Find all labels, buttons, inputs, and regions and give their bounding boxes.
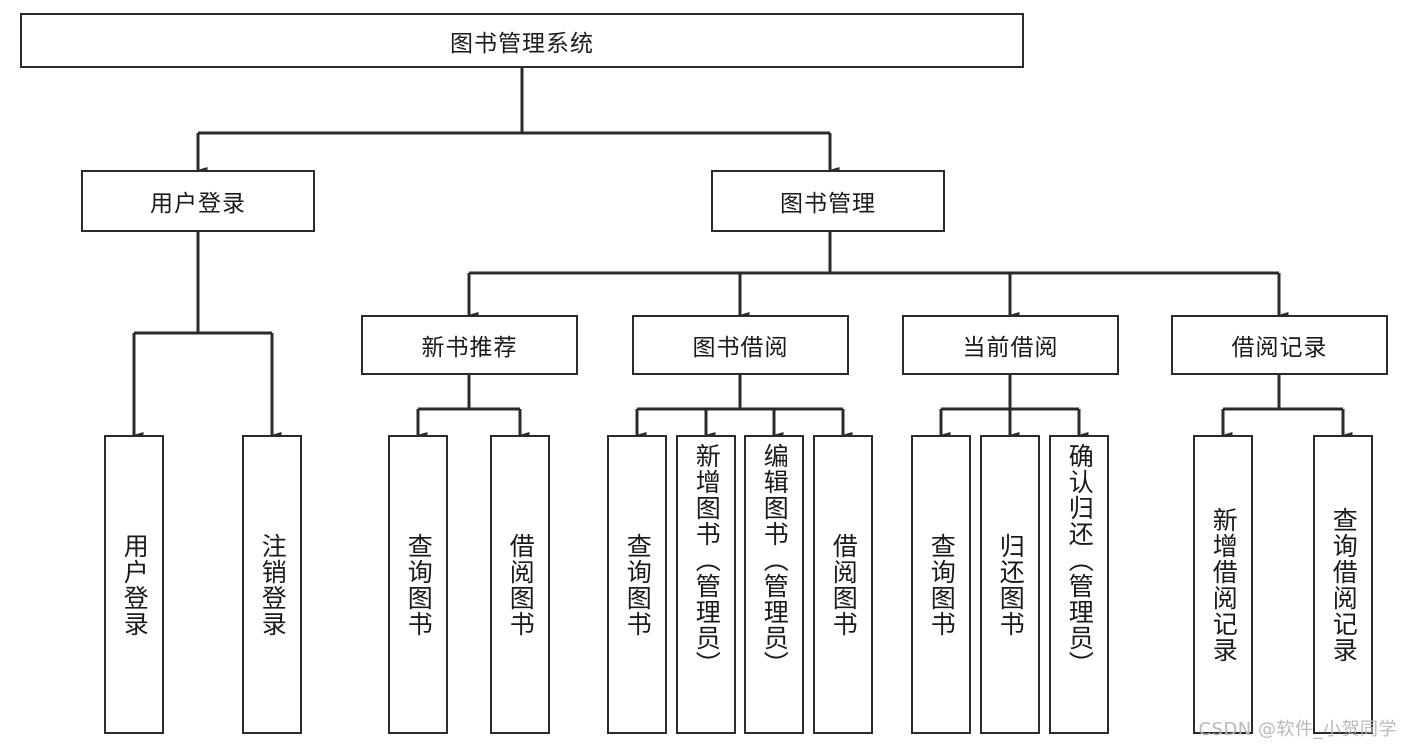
- node-label: 借阅图书: [506, 532, 536, 637]
- node-label: 借阅图书: [829, 532, 859, 637]
- leaf-add-record[interactable]: 新增借阅记录: [1193, 435, 1253, 734]
- node-book-manage[interactable]: 图书管理: [711, 170, 945, 232]
- node-label: 查询借阅记录: [1329, 506, 1359, 663]
- leaf-return-book[interactable]: 归还图书: [980, 435, 1040, 734]
- node-book-borrow[interactable]: 图书借阅: [632, 315, 849, 375]
- node-label: 查询图书: [927, 532, 957, 637]
- node-user-login[interactable]: 用户登录: [81, 170, 315, 232]
- node-label: 借阅记录: [1231, 335, 1328, 361]
- node-root-system[interactable]: 图书管理系统: [20, 13, 1024, 68]
- leaf-query-book-1[interactable]: 查询图书: [388, 435, 448, 734]
- node-new-book-recommend[interactable]: 新书推荐: [361, 315, 578, 375]
- node-label: 图书借阅: [692, 335, 789, 361]
- node-label: 归还图书: [996, 532, 1026, 637]
- leaf-logout-login[interactable]: 注销登录: [242, 435, 302, 734]
- node-current-borrow[interactable]: 当前借阅: [902, 315, 1119, 375]
- node-label: 确认归还（管理员）: [1065, 443, 1095, 677]
- leaf-add-book[interactable]: 新增图书（管理员）: [676, 435, 736, 734]
- leaf-confirm-return[interactable]: 确认归还（管理员）: [1049, 435, 1109, 734]
- leaf-borrow-book-2[interactable]: 借阅图书: [813, 435, 873, 734]
- node-label: 新增借阅记录: [1209, 506, 1239, 663]
- leaf-user-login[interactable]: 用户登录: [104, 435, 164, 734]
- leaf-edit-book[interactable]: 编辑图书（管理员）: [744, 435, 804, 734]
- leaf-query-record[interactable]: 查询借阅记录: [1313, 435, 1373, 734]
- node-label: 当前借阅: [962, 335, 1059, 361]
- node-label: 查询图书: [404, 532, 434, 637]
- leaf-borrow-book-1[interactable]: 借阅图书: [490, 435, 550, 734]
- node-label: 用户登录: [120, 532, 150, 637]
- csdn-watermark: CSDN @软件_小贺同学: [1198, 719, 1397, 740]
- leaf-query-book-3[interactable]: 查询图书: [911, 435, 971, 734]
- node-label: 图书管理系统: [450, 30, 594, 57]
- node-label: 图书管理: [780, 191, 876, 217]
- node-label: 用户登录: [150, 191, 246, 217]
- node-label: 查询图书: [623, 532, 653, 637]
- node-label: 新增图书（管理员）: [692, 443, 722, 677]
- node-borrow-record[interactable]: 借阅记录: [1171, 315, 1388, 375]
- node-label: 新书推荐: [421, 335, 518, 361]
- node-label: 编辑图书（管理员）: [760, 443, 790, 677]
- node-label: 注销登录: [258, 532, 288, 637]
- leaf-query-book-2[interactable]: 查询图书: [607, 435, 667, 734]
